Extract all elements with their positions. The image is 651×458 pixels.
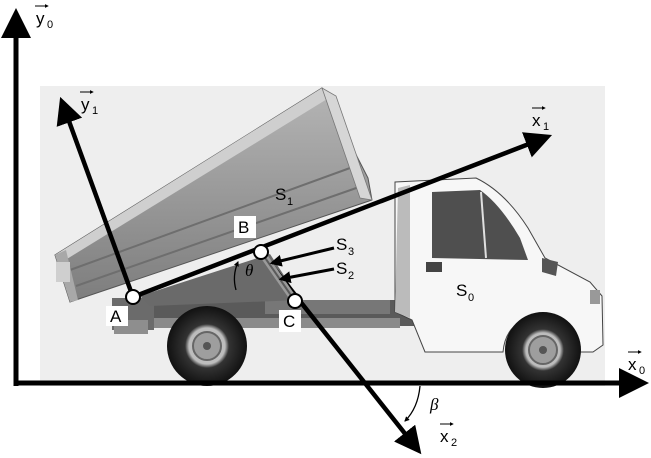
beta-angle-arc bbox=[404, 385, 421, 422]
rear-wheel bbox=[167, 306, 247, 386]
point-a-label: A bbox=[110, 307, 122, 326]
s3-body-label: S 3 bbox=[336, 235, 354, 258]
svg-text:y: y bbox=[36, 9, 45, 28]
point-b-label: B bbox=[238, 218, 249, 237]
svg-text:x: x bbox=[440, 427, 449, 446]
svg-text:1: 1 bbox=[287, 196, 293, 208]
svg-text:2: 2 bbox=[348, 270, 354, 282]
x1-axis-label: x 1 bbox=[532, 106, 549, 133]
y1-axis-label: y 1 bbox=[80, 90, 98, 117]
x1-axis-line bbox=[132, 132, 553, 300]
svg-text:x: x bbox=[532, 111, 541, 130]
s3-pointer bbox=[269, 246, 335, 267]
y1-axis-line bbox=[56, 96, 136, 298]
svg-text:y: y bbox=[81, 95, 90, 114]
svg-text:3: 3 bbox=[348, 246, 354, 258]
svg-text:1: 1 bbox=[543, 121, 549, 133]
x2-axis-label: x 2 bbox=[440, 422, 457, 449]
point-c-joint bbox=[287, 293, 303, 309]
svg-text:0: 0 bbox=[47, 19, 53, 31]
point-a-joint bbox=[125, 289, 141, 305]
svg-text:0: 0 bbox=[639, 365, 645, 377]
s1-body-label: S 1 bbox=[275, 185, 293, 208]
theta-angle-label: θ bbox=[245, 261, 253, 280]
svg-text:S: S bbox=[336, 259, 347, 278]
svg-text:2: 2 bbox=[451, 437, 457, 449]
truck-illustration bbox=[54, 87, 604, 388]
beta-angle-label: β bbox=[429, 395, 439, 414]
y0-axis-label: y 0 bbox=[35, 4, 53, 31]
point-b-joint bbox=[253, 244, 269, 260]
front-wheel bbox=[505, 312, 581, 388]
s2-body-label: S 2 bbox=[336, 259, 354, 282]
x0-axis-label: x 0 bbox=[628, 350, 645, 377]
door-handle bbox=[426, 262, 442, 272]
cab-window bbox=[432, 190, 528, 260]
s0-body-label: S 0 bbox=[456, 281, 474, 304]
point-c-label: C bbox=[283, 312, 295, 331]
svg-text:S: S bbox=[456, 281, 467, 300]
svg-text:0: 0 bbox=[468, 292, 474, 304]
svg-text:x: x bbox=[628, 355, 637, 374]
theta-angle-arc bbox=[233, 261, 239, 291]
s2-pointer bbox=[278, 267, 335, 284]
svg-text:S: S bbox=[275, 185, 286, 204]
svg-text:1: 1 bbox=[92, 105, 98, 117]
svg-text:S: S bbox=[336, 235, 347, 254]
